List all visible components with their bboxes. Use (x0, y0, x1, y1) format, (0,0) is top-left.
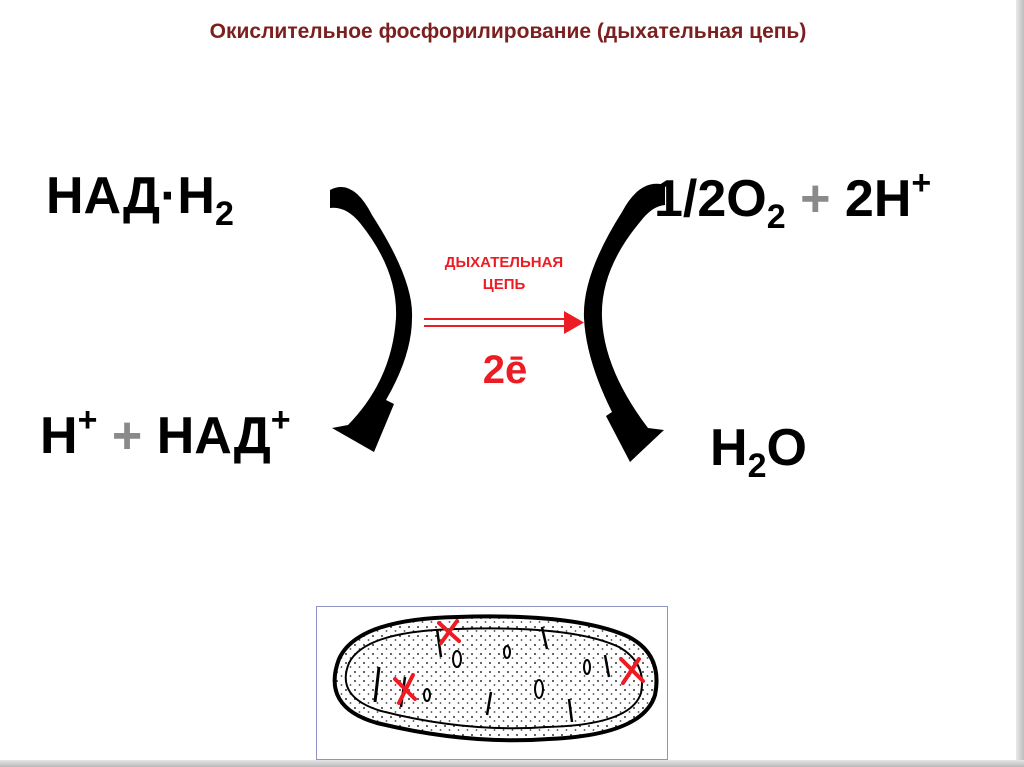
curved-arrow-left-icon (330, 187, 412, 452)
double-arrow-icon (424, 311, 584, 334)
electrons-label: 2ē (460, 350, 550, 390)
chain-label-line2: ЦЕПЬ (414, 274, 594, 296)
respiratory-chain-label: ДЫХАТЕЛЬНАЯ ЦЕПЬ (414, 252, 594, 296)
slide-edge-right (1016, 0, 1024, 767)
mitochondrion-figure (316, 606, 668, 760)
mitochondrion-icon (317, 607, 667, 759)
curved-arrow-right-icon (584, 184, 665, 462)
chain-label-line1: ДЫХАТЕЛЬНАЯ (414, 252, 594, 274)
slide-edge-bottom (0, 760, 1024, 767)
reaction-arrows (0, 0, 1016, 600)
